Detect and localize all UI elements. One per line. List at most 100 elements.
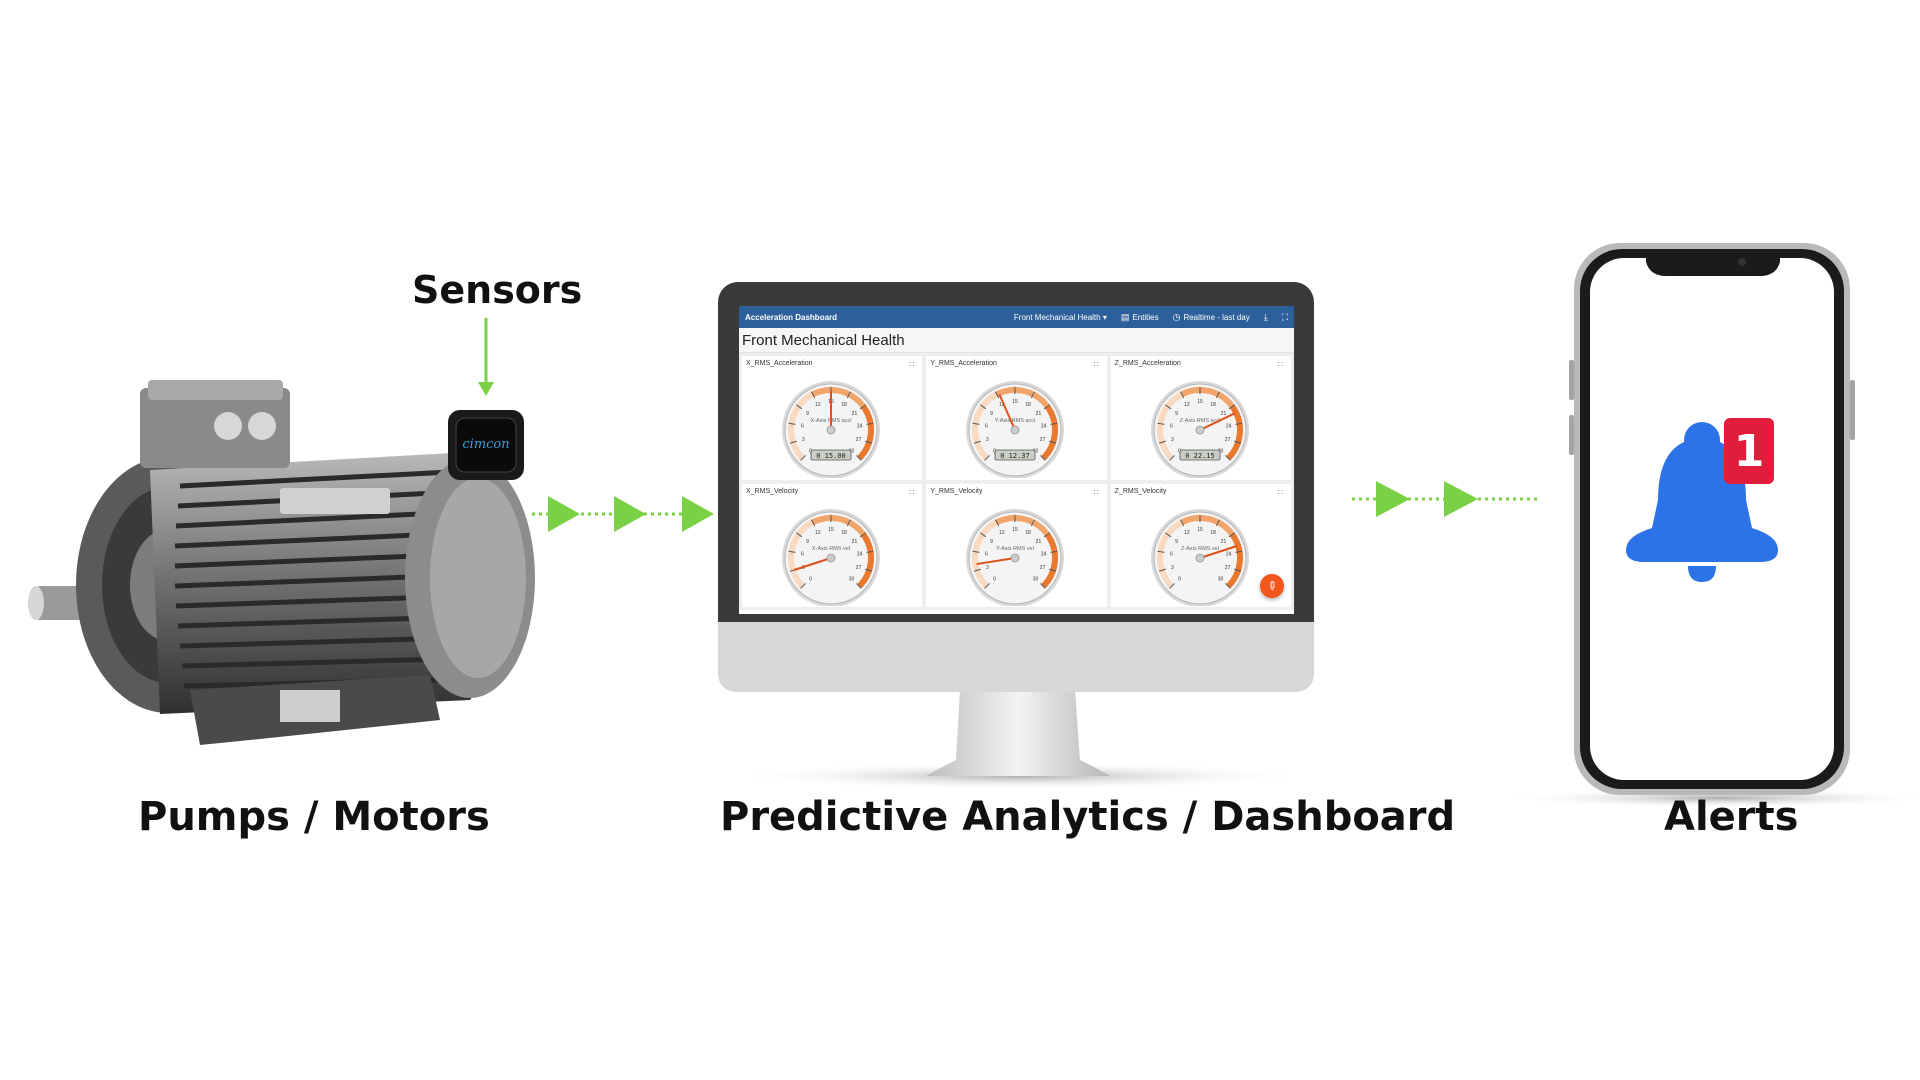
gauge-tick-label: 6 <box>801 423 804 429</box>
notification-badge: 1 <box>1724 418 1774 484</box>
gauge-tick-label: 21 <box>852 411 858 417</box>
gauge-needle <box>976 556 1017 565</box>
gauge-tick-label: 27 <box>1040 437 1046 443</box>
caption-alerts: Alerts <box>1664 794 1799 840</box>
drag-handle-icon[interactable]: ∷ <box>1093 487 1099 497</box>
gauge-tick-label: 15 <box>828 527 834 533</box>
gauge-tick-label: 15 <box>1197 399 1203 405</box>
gauge-tick-label: 9 <box>1175 538 1178 544</box>
gauge-tick-label: 9 <box>1175 411 1178 417</box>
gauge-tick-label: 24 <box>857 423 863 429</box>
gauge-card-title: X_RMS_Velocity <box>746 487 799 495</box>
gauge-tick-label: 3 <box>986 437 989 443</box>
gauge-tick-label: 6 <box>801 551 804 557</box>
gauge-tick-label: 30 <box>1033 449 1039 455</box>
gauge-needle <box>1198 412 1235 431</box>
gauge-tick-label: 21 <box>1036 538 1042 544</box>
download-icon[interactable]: ⤓ <box>1263 311 1268 322</box>
flow-arrow-motor-to-dashboard <box>532 496 714 532</box>
clock-icon: ◷ <box>1172 311 1181 322</box>
gauge-inner-label: Z-Axis RMS accl <box>1179 418 1220 424</box>
motor-nameplate <box>280 488 390 514</box>
drag-handle-icon[interactable]: ∷ <box>1093 360 1099 369</box>
gauge-tick-label: 30 <box>1217 576 1223 582</box>
phone-notch <box>1646 258 1780 276</box>
drag-handle-icon[interactable]: ∷ <box>1277 360 1283 369</box>
entities-label: Entities <box>1132 312 1159 322</box>
gauge-tick-label: 30 <box>849 449 855 455</box>
gauge-tick-label: 3 <box>1171 564 1174 570</box>
gauge-tick-label: 9 <box>990 411 993 417</box>
gauge-readout: 0 22.15 <box>1185 452 1215 460</box>
gauge-tick-label: 0 <box>993 576 996 582</box>
gauge-tick-label: 12 <box>1184 530 1190 536</box>
gauge-tick-label: 24 <box>857 551 863 557</box>
gauge-tick-label: 21 <box>1036 411 1042 417</box>
pencil-icon: ✎ <box>1263 577 1281 595</box>
gauge-tick-label: 18 <box>1026 402 1032 408</box>
gauge-tick-label: 15 <box>1013 399 1019 405</box>
gauge-tick-label: 21 <box>1220 538 1226 544</box>
timewindow-button[interactable]: ◷ Realtime - last day <box>1173 312 1250 323</box>
fullscreen-icon[interactable]: ⛶ <box>1281 311 1288 322</box>
gauge-tick-label: 12 <box>999 402 1005 408</box>
timewindow-label: Realtime - last day <box>1183 312 1250 322</box>
gauge-inner-label: Z-Axis RMS vel <box>1181 546 1219 552</box>
gauge-tick-label: 18 <box>841 530 847 536</box>
gauge-card: X_RMS_Acceleration∷036912151821242730X-A… <box>742 356 923 480</box>
entities-button[interactable]: ▤ Entities <box>1121 312 1159 323</box>
gauge-tick-label: 12 <box>815 530 821 536</box>
gauge-tick-label: 3 <box>986 564 989 570</box>
motor-illustration <box>28 380 535 745</box>
gauge-tick-label: 6 <box>1170 423 1173 429</box>
gauge-tick-label: 27 <box>1040 564 1046 570</box>
gauge-card-title: X_RMS_Acceleration <box>746 360 813 367</box>
flow-arrow-dashboard-to-alerts <box>1352 481 1540 517</box>
gauge-tick-label: 15 <box>1013 527 1019 533</box>
edit-button[interactable]: ✎ <box>1260 574 1284 598</box>
gauge-card: X_RMS_Velocity∷036912151821242730X-Axis … <box>742 483 923 607</box>
entities-icon: ▤ <box>1120 311 1130 322</box>
gauge-tick-label: 18 <box>1026 530 1032 536</box>
gauge-inner-label: Y-Axis RMS vel <box>996 546 1034 552</box>
gauge-tick-label: 18 <box>1210 402 1216 408</box>
drag-handle-icon[interactable]: ∷ <box>1277 487 1283 497</box>
gauge-tick-label: 12 <box>815 402 821 408</box>
dashboard-screen: Acceleration Dashboard Front Mechanical … <box>739 306 1294 614</box>
gauge-tick-label: 6 <box>985 423 988 429</box>
right-triangle-arrow-icon <box>614 496 646 532</box>
gauge-needle <box>793 556 832 571</box>
gauge-tick-label: 6 <box>1170 551 1173 557</box>
gauge-inner-label: Y-Axis RMS accl <box>995 418 1035 424</box>
gauge-tick-label: 24 <box>1226 423 1232 429</box>
dashboard-title: Acceleration Dashboard <box>745 312 838 322</box>
gauge-tick-label: 27 <box>1224 437 1230 443</box>
gauge-tick-label: 3 <box>802 437 805 443</box>
dashboard-header: Acceleration Dashboard Front Mechanical … <box>739 306 1294 328</box>
gauge-tick-label: 30 <box>1033 576 1039 582</box>
drag-handle-icon[interactable]: ∷ <box>909 360 915 369</box>
right-triangle-arrow-icon <box>1376 481 1410 517</box>
gauge-tick-label: 9 <box>990 538 993 544</box>
gauge-tick-label: 27 <box>856 437 862 443</box>
gauge-tick-label: 6 <box>985 551 988 557</box>
gauge-tick-label: 30 <box>849 576 855 582</box>
right-triangle-arrow-icon <box>1444 481 1478 517</box>
drag-handle-icon[interactable]: ∷ <box>909 487 915 497</box>
caption-predictive-analytics: Predictive Analytics / Dashboard <box>720 794 1456 840</box>
gauge-needle <box>1198 544 1237 559</box>
gauge-tick-label: 24 <box>1041 551 1047 557</box>
gauge-inner-label: X-Axis RMS vel <box>812 546 850 552</box>
gauge-card-title: Z_RMS_Acceleration <box>1114 360 1181 367</box>
down-arrow-icon <box>478 318 494 396</box>
dashboard-subtitle: Front Mechanical Health <box>739 328 1294 353</box>
dashboard-state-select[interactable]: Front Mechanical Health ▾ <box>1013 312 1107 322</box>
gauge-tick-label: 18 <box>1210 530 1216 536</box>
caption-sensors: Sensors <box>412 268 583 312</box>
